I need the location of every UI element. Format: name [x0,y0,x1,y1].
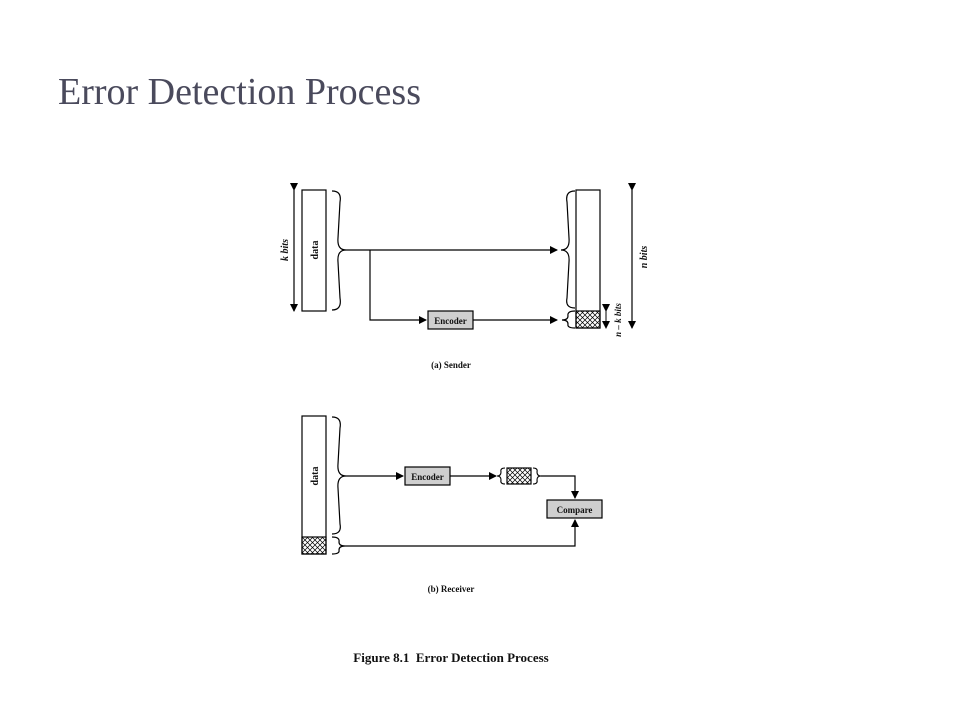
nk-bits-label: n – k bits [613,303,623,337]
computed-check-left-brace [496,467,506,485]
receiver-caption: (b) Receiver [428,584,475,594]
k-bits-label: k bits [280,239,291,261]
sender-data-block [301,189,327,312]
sender-to-encoder-line [369,250,427,324]
computed-to-compare-line [541,475,579,499]
sender-encoder-label: Encoder [434,316,467,326]
computed-check-right-brace [532,467,542,485]
sender-right-brace-check [561,310,576,329]
sender-data-label: data [310,241,321,260]
receiver-check-bits [301,536,327,555]
receiver-brace-data [331,416,347,535]
receiver-frame-block [301,415,327,555]
n-bits-label: n bits [639,246,650,269]
receiver-section: data Encoder Compare (b) Receiver [301,415,603,594]
receiver-data-label: data [310,467,321,486]
sender-section: k bits data Encoder n – k bits n bits (a… [280,183,650,370]
sender-caption: (a) Sender [431,360,471,370]
slide-title: Error Detection Process [58,71,421,113]
compare-box [546,499,603,519]
sender-check-bits [575,310,601,329]
sender-right-brace-data [560,190,576,309]
figure-caption: Figure 8.1 Error Detection Process [353,650,548,665]
computed-check-bits [506,467,532,485]
sender-frame-block [575,189,601,329]
sender-left-brace [331,190,347,311]
received-check-to-compare-line [345,519,579,547]
compare-label: Compare [557,505,593,515]
receiver-encoder-label: Encoder [411,472,444,482]
receiver-brace-check [331,536,346,555]
